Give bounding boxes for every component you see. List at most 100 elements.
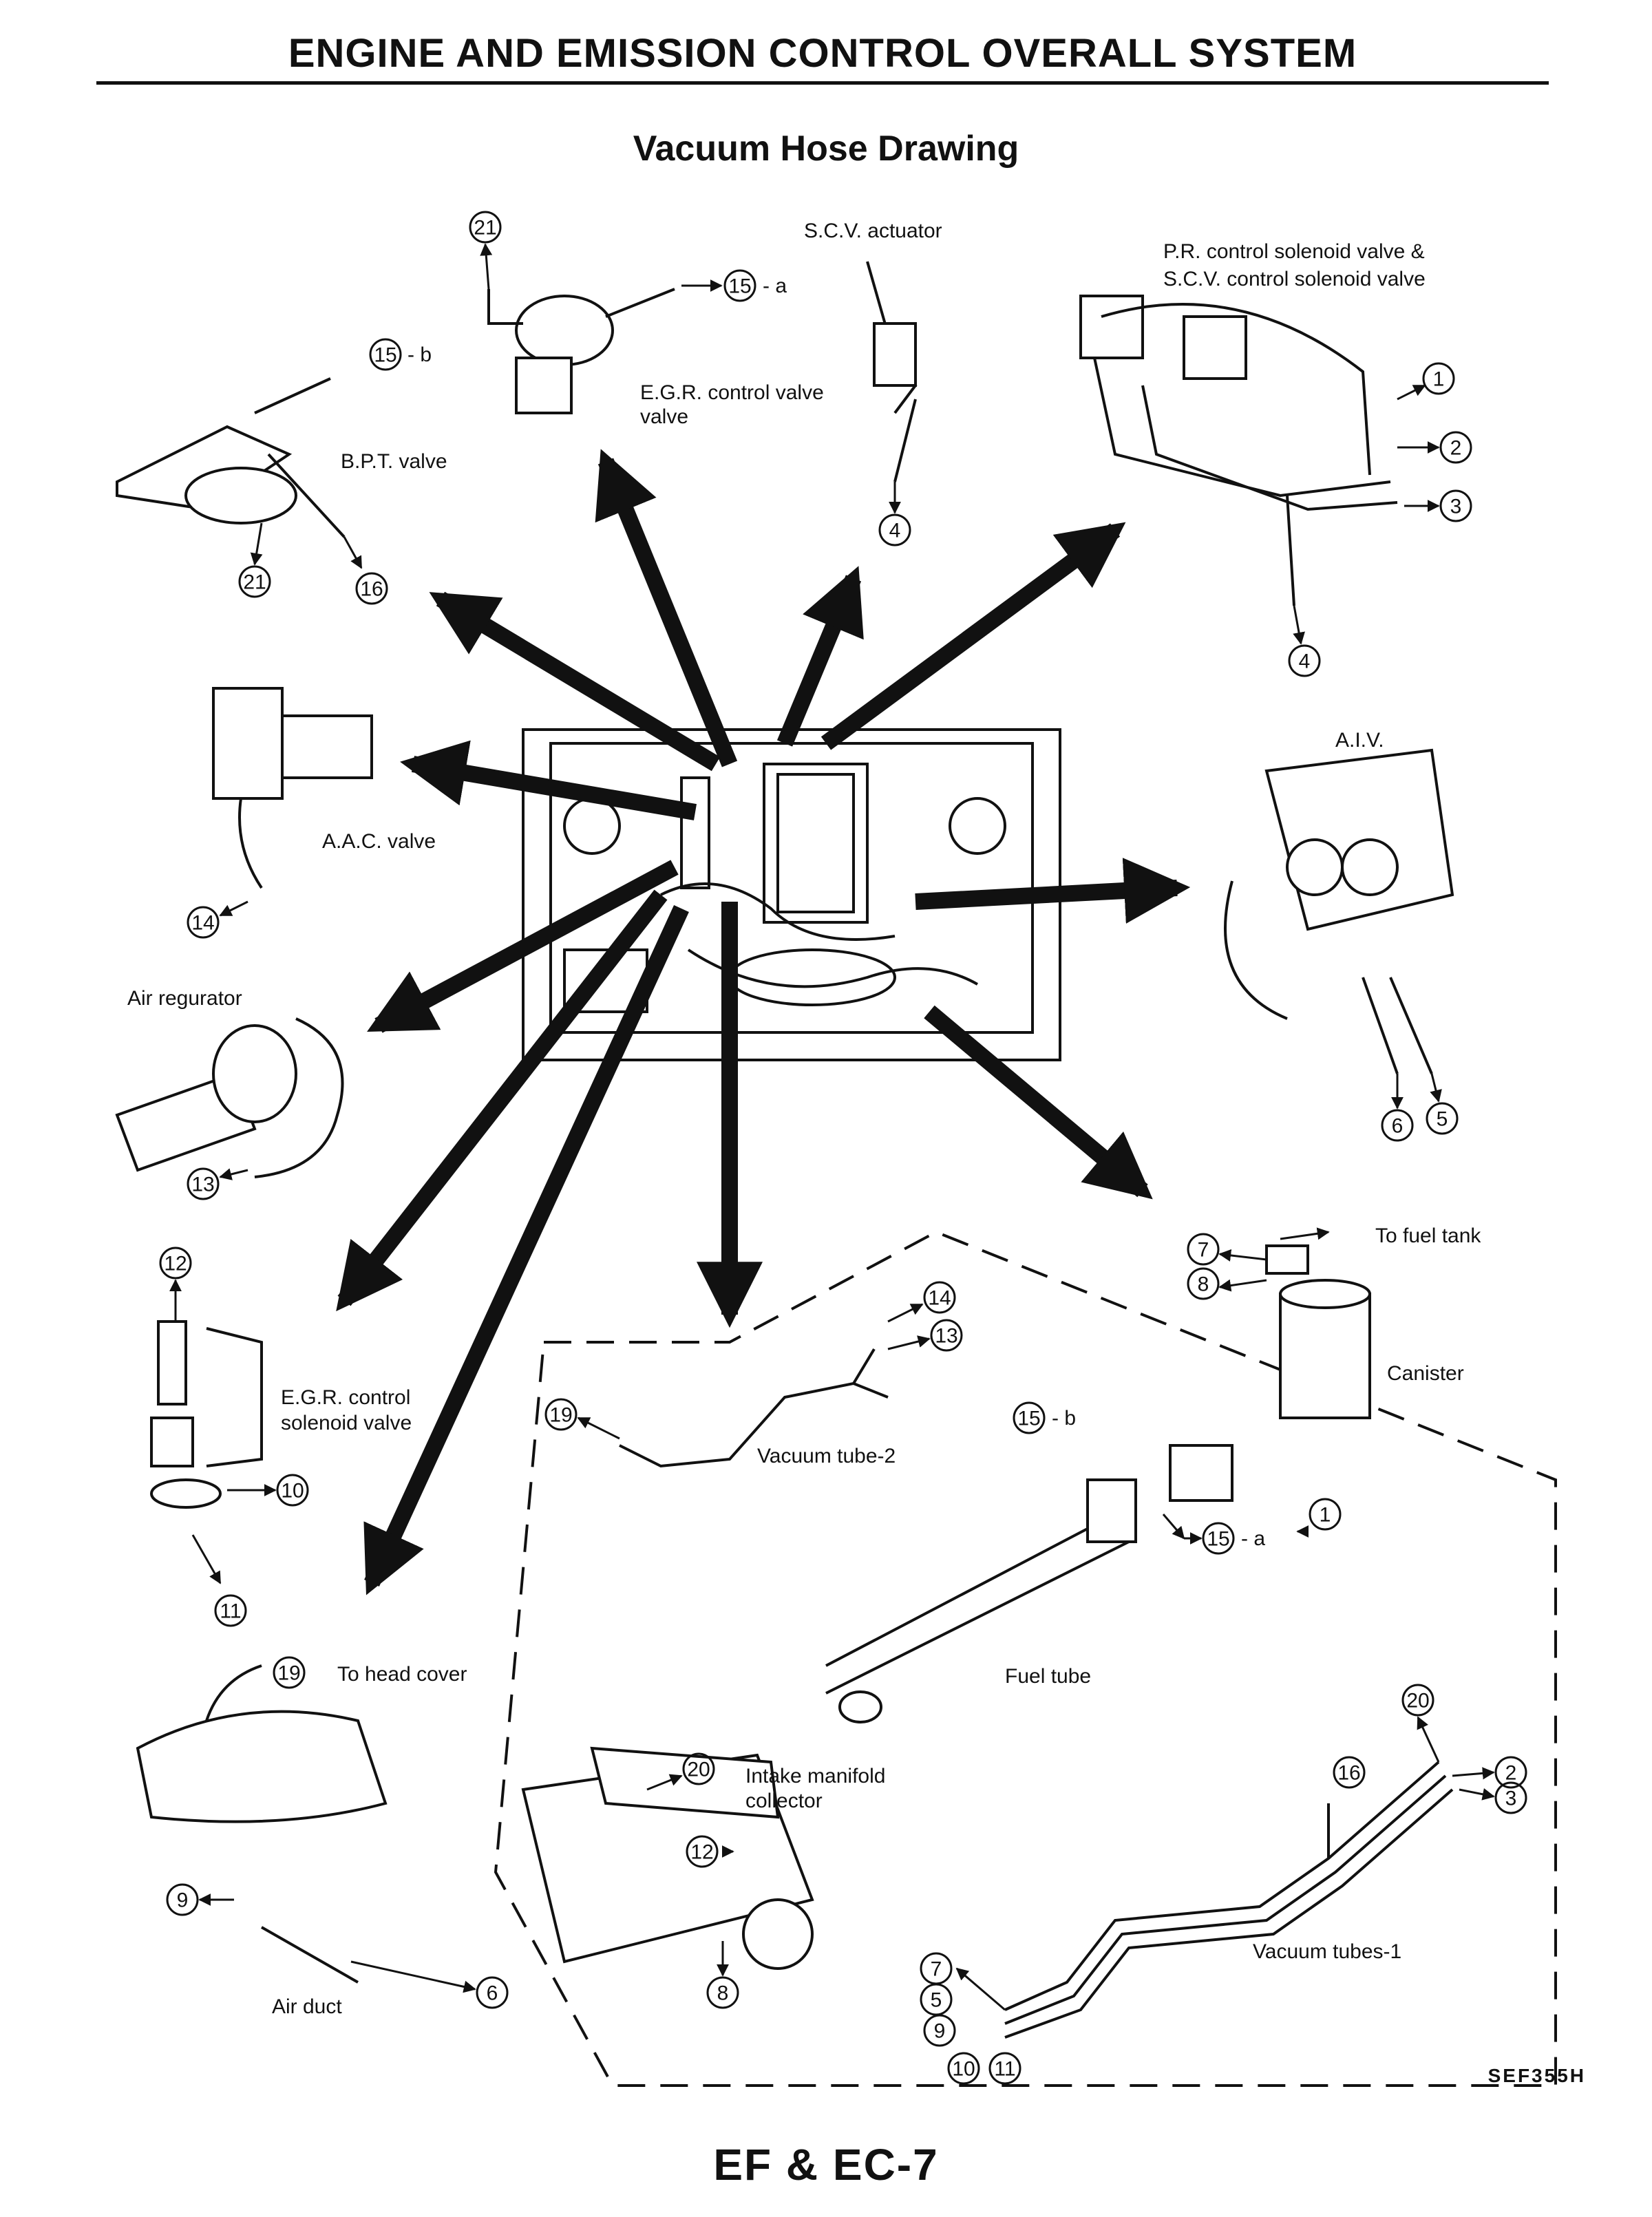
svg-text:11: 11 [994,2058,1015,2081]
hose-21-bpt: 21 [238,565,271,598]
hose-5-aiv: 5 [1426,1102,1459,1135]
svg-text:12: 12 [164,1253,187,1275]
vacuum-tube-2-sketch [619,1348,889,1468]
label-pr-solenoid-2: S.C.V. control solenoid valve [1163,268,1426,290]
svg-text:4: 4 [889,520,901,542]
label-fuel-tube: Fuel tube [1005,1665,1091,1688]
hose-8-intake: 8 [706,1976,739,2009]
svg-text:13: 13 [191,1174,214,1196]
label-intake-1: Intake manifold [745,1765,885,1788]
hose-10-tubes1: 10 [947,2052,980,2085]
hose-15b-fuel-suffix: - b [1052,1407,1076,1430]
hose-number-labels: 21 15 - a 4 1 2 3 4 15 - b 21 16 14 13 1… [159,211,1527,2085]
svg-text:1: 1 [1433,368,1445,391]
svg-text:10: 10 [952,2058,975,2081]
hose-9-duct: 9 [166,1883,199,1916]
header-rule [96,81,1549,85]
arrow-to-scv-actuator [776,566,864,747]
component-labels: E.G.R. control valve valve S.C.V. actuat… [127,220,1481,2018]
label-bpt-valve: B.P.T. valve [341,450,447,473]
svg-text:19: 19 [549,1404,572,1427]
vacuum-tubes-1-sketch [1004,1761,1454,2039]
hose-reference-arrows [169,243,1495,2011]
hose-14-tube2: 14 [923,1281,956,1314]
hose-11-tubes1: 11 [988,2052,1021,2085]
hose-1-pr: 1 [1422,362,1455,395]
svg-text:15: 15 [374,344,396,367]
arrow-to-canister [924,1005,1153,1200]
hose-14-aac: 14 [187,906,220,939]
diagram-title: Vacuum Hose Drawing [633,129,1019,169]
leader-arrows [336,449,1191,1595]
svg-text:14: 14 [191,912,214,935]
label-aac-valve: A.A.C. valve [322,830,436,853]
hose-5-tubes1: 5 [920,1983,953,2016]
hose-12-egrsol: 12 [159,1247,192,1280]
label-pr-solenoid-1: P.R. control solenoid valve & [1163,240,1425,263]
hose-6-aiv: 6 [1381,1109,1414,1142]
hose-13-tube2: 13 [930,1319,963,1352]
air-regulator-sketch [115,1017,344,1178]
air-duct-sketch [136,1664,388,1984]
label-intake-2: collector [745,1790,823,1812]
svg-text:16: 16 [1337,1762,1360,1785]
arrow-to-aiv [915,858,1191,924]
intake-manifold-sketch [521,1746,814,1970]
hose-16-bpt: 16 [355,572,388,605]
hose-20-tubes1: 20 [1401,1684,1434,1717]
hose-2-pr: 2 [1439,431,1472,464]
svg-text:3: 3 [1505,1788,1517,1810]
label-canister: Canister [1387,1362,1464,1385]
svg-text:4: 4 [1299,650,1311,673]
label-egr-valve-line2: valve [640,405,688,428]
hose-15b-fuel: 15 [1013,1401,1046,1434]
label-to-fuel-tank: To fuel tank [1375,1224,1481,1247]
page-header: ENGINE AND EMISSION CONTROL OVERALL SYST… [288,31,1357,76]
pr-solenoid-sketch [1079,295,1398,606]
label-vacuum-tube-2: Vacuum tube-2 [757,1445,896,1467]
hose-1-fuel: 1 [1309,1498,1342,1531]
svg-text:1: 1 [1320,1504,1331,1527]
svg-text:3: 3 [1450,496,1462,518]
svg-text:7: 7 [931,1958,942,1981]
arrow-to-egr-solenoid [336,889,668,1312]
hose-16-tubes1: 16 [1333,1756,1366,1789]
svg-text:15: 15 [728,275,751,298]
figure-code: SEF355H [1487,2065,1586,2086]
hose-9-tubes1: 9 [923,2014,956,2047]
svg-text:13: 13 [935,1325,957,1348]
arrow-to-air-regulator [367,860,679,1033]
hose-13-airreg: 13 [187,1167,220,1200]
hose-6-duct: 6 [476,1976,509,2009]
svg-text:5: 5 [1437,1108,1448,1131]
svg-text:7: 7 [1198,1239,1209,1262]
scv-actuator-sketch [866,261,918,482]
hose-7-tubes1: 7 [920,1952,953,1985]
bpt-valve-sketch [116,377,346,538]
egr-solenoid-sketch [150,1320,263,1509]
hose-3-pr: 3 [1439,489,1472,522]
svg-text:5: 5 [931,1989,942,2012]
hose-19-duct: 19 [273,1656,306,1689]
svg-text:15: 15 [1017,1408,1040,1430]
hose-21-top: 21 [469,211,502,244]
svg-text:9: 9 [934,2020,946,2043]
page-number: EF & EC-7 [713,2140,939,2189]
canister-sketch [1265,1244,1371,1419]
hose-2-tubes1: 2 [1494,1756,1527,1789]
svg-text:20: 20 [687,1759,710,1781]
egr-valve-sketch [487,288,675,414]
hose-3-tubes1: 3 [1494,1781,1527,1814]
hose-7-canister: 7 [1187,1233,1220,1266]
svg-text:8: 8 [1198,1273,1209,1296]
svg-text:2: 2 [1505,1762,1517,1785]
svg-text:19: 19 [277,1662,300,1685]
label-air-regulator: Air regurator [127,987,242,1010]
label-air-duct: Air duct [272,1995,342,2018]
arrow-to-bpt-valve [429,591,721,772]
hose-15b-suffix: - b [407,343,432,366]
svg-text:10: 10 [281,1480,304,1503]
hose-19-tube2: 19 [544,1398,578,1431]
hose-4-pr: 4 [1288,644,1321,677]
svg-text:6: 6 [487,1982,498,2005]
